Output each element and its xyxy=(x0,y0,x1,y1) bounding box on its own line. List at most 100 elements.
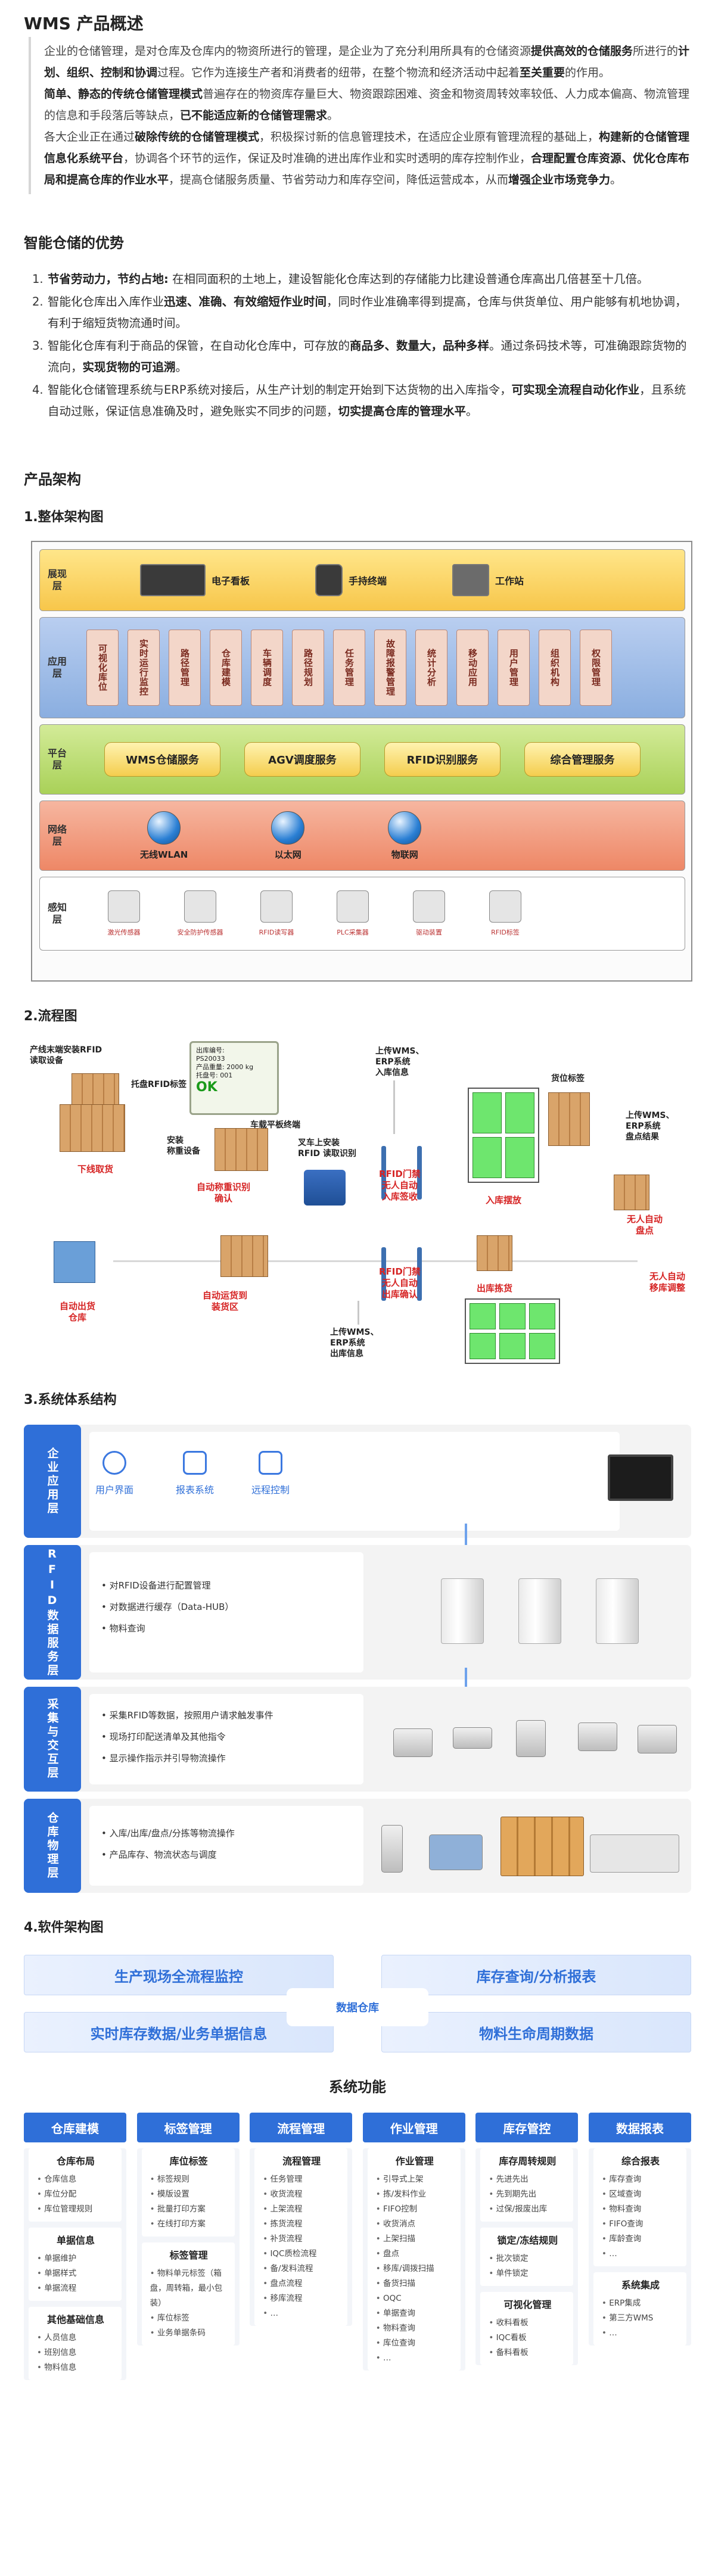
function-item: 收料看板 xyxy=(489,2316,566,2331)
tablet-icon xyxy=(516,1720,546,1757)
sensing-label: 安全防护传感器 xyxy=(177,929,223,936)
app-module-box: 可视化库位 xyxy=(86,630,119,706)
platform-service-box: WMS仓储服务 xyxy=(104,742,220,777)
document-page: WMS 产品概述 企业的仓储管理，是对仓库及仓库内的物资所进行的管理，是企业为了… xyxy=(0,0,715,2386)
function-item: 单据样式 xyxy=(37,2266,114,2281)
flow-offline-pick: 下线取货 xyxy=(77,1164,114,1175)
advantage-number: 2. xyxy=(32,295,43,309)
advantages-section: 智能仓储的优势 1.节省劳动力，节约占地: 在相同面积的土地上，建设智能化仓库达… xyxy=(24,231,691,422)
app-module-box: 组织机构 xyxy=(539,630,571,706)
function-item: 物料查询 xyxy=(602,2202,679,2217)
system-structure-heading: 3.系统体系结构 xyxy=(24,1393,117,1407)
advantage-segment: 。 xyxy=(175,360,188,374)
platform-service-box: RFID识别服务 xyxy=(384,742,500,777)
function-item: 标签规则 xyxy=(150,2172,228,2187)
upload-arrow xyxy=(393,1080,395,1134)
sensing-layer-label: 感知层 xyxy=(47,902,67,925)
function-item: 备/发料流程 xyxy=(263,2262,340,2276)
function-item: 库龄查询 xyxy=(602,2232,679,2247)
realtime-data-cell: 实时库存数据/业务单据信息 xyxy=(24,2012,334,2052)
sensing-label: PLC采集器 xyxy=(337,929,369,936)
printer-icon xyxy=(638,1725,677,1753)
function-item: 库位查询 xyxy=(376,2336,453,2351)
overview-text: 。 xyxy=(610,173,622,186)
scanner-icon xyxy=(453,1727,492,1749)
flow-rfid-gate-out: RFID门禁 无人自动 出库确认 xyxy=(379,1266,421,1300)
function-column: 标签管理库位标签标签规则模版设置批量打印方案在线打印方案标签管理物料单元标签（箱… xyxy=(136,2113,240,2386)
software-architecture-diagram: 生产现场全流程监控 库存查询/分析报表 实时库存数据/业务单据信息 物料生命周期… xyxy=(24,1955,691,2386)
handheld-icon xyxy=(381,1825,403,1873)
function-item: 收货流程 xyxy=(263,2187,340,2202)
function-item: … xyxy=(263,2306,340,2321)
function-group: 库存周转规则先进先出先到期先出过保/报废出库 xyxy=(480,2148,574,2222)
globe-icon xyxy=(147,811,181,845)
advantage-segment: 智能化仓库有利于商品的保管，在自动化仓库中，可存放的 xyxy=(48,339,350,353)
display-device-label: 手持终端 xyxy=(349,575,387,587)
advantage-segment: 智能化仓储管理系统与ERP系统对接后，从生产计划的制定开始到下达货物的出入库指令… xyxy=(48,383,512,397)
function-column-body: 流程管理任务管理收货流程上架流程拣货流程补货流程IQC质检流程备/发料流程盘点流… xyxy=(250,2148,353,2326)
function-column-head: 数据报表 xyxy=(588,2113,691,2142)
display-device-handheld: 手持终端 xyxy=(315,564,387,596)
function-item: 移库/调拨扫描 xyxy=(376,2262,453,2276)
enterprise-app-layer: 企业应用层 用户界面 报表系统 远程控制 xyxy=(24,1425,691,1538)
display-device-board: 电子看板 xyxy=(140,564,250,596)
screen-line: PS20033 xyxy=(196,1055,225,1063)
advantage-number: 3. xyxy=(32,339,43,353)
rfid-gate-icon xyxy=(417,1247,422,1301)
sensor-device-icon xyxy=(413,890,445,923)
function-item: 仓库信息 xyxy=(37,2172,114,2187)
globe-icon xyxy=(388,811,422,845)
warehouse-shelves-icon xyxy=(500,1817,584,1876)
flow-rfid-line-label: 产线末端安装RFID 读取设备 xyxy=(30,1045,102,1066)
function-item: 业务单据条码 xyxy=(150,2326,228,2341)
function-column-head: 流程管理 xyxy=(250,2113,353,2142)
screen-line: 产品重量: 2000 kg xyxy=(196,1063,254,1071)
rfid-gate-icon xyxy=(381,1146,386,1200)
advantage-emphasis: 切实提高仓库的管理水平 xyxy=(338,404,467,418)
layer-side-label: 仓库物理层 xyxy=(24,1799,81,1893)
function-item: 备料看板 xyxy=(489,2346,566,2360)
function-item: 库位标签 xyxy=(150,2311,228,2326)
report-icon xyxy=(183,1451,207,1475)
function-group-title: 作业管理 xyxy=(395,2156,434,2167)
network-item: 物联网 xyxy=(388,811,422,861)
truck-icon xyxy=(590,1834,679,1873)
function-group: 流程管理任务管理收货流程上架流程拣货流程补货流程IQC质检流程备/发料流程盘点流… xyxy=(254,2148,348,2326)
data-warehouse-label: 数据仓库 xyxy=(289,1991,426,2024)
app-module-box: 统计分析 xyxy=(415,630,447,706)
function-item: FIFO控制 xyxy=(376,2202,453,2217)
function-item: ERP集成 xyxy=(602,2296,679,2311)
network-item: 无线WLAN xyxy=(140,811,188,861)
overall-architecture-diagram: 展现层 电子看板 手持终端 工作站 应用层 可视化库位实时运行监控路径管理仓库建… xyxy=(31,541,692,982)
advantage-segment: 。通过条码技术等，可准确跟踪货物的流向， xyxy=(48,339,687,374)
server-icon xyxy=(441,1578,484,1644)
layer-card xyxy=(89,1432,620,1531)
agv-robot-icon xyxy=(429,1834,483,1870)
rfid-gate-icon xyxy=(381,1247,386,1301)
bullet-item: 入库/出库/盘点/分拣等物流操作 xyxy=(101,1823,235,1844)
flow-shelf-tag-label: 货位标签 xyxy=(551,1074,585,1083)
advantage-item: 2.智能化仓库出入库作业迅速、准确、有效缩短作业时间，同时作业准确率得到提高，仓… xyxy=(32,291,691,334)
display-layer: 展现层 电子看板 手持终端 工作站 xyxy=(39,549,685,611)
screen-line: 托盘号: 001 xyxy=(196,1071,233,1079)
function-group-title: 仓库布局 xyxy=(56,2156,95,2167)
function-item: 库位管理规则 xyxy=(37,2202,114,2217)
function-item: 盘点 xyxy=(376,2247,453,2262)
sensor-device-icon xyxy=(108,890,140,923)
function-item: 人员信息 xyxy=(37,2331,114,2346)
inventory-report-cell: 库存查询/分析报表 xyxy=(381,1955,691,1995)
printer-icon xyxy=(578,1722,617,1751)
flow-upload-out-label: 上传WMS、 ERP系统 出库信息 xyxy=(330,1328,379,1359)
forklift-icon xyxy=(304,1170,346,1206)
network-label: 以太网 xyxy=(274,849,301,860)
remote-control-icon xyxy=(259,1451,282,1475)
function-item: 库存查询 xyxy=(602,2172,679,2187)
function-item: 先进先出 xyxy=(489,2172,566,2187)
function-group: 单据信息单据维护单据样式单据流程 xyxy=(29,2228,122,2301)
architecture-section: 产品架构 1.整体架构图 展现层 电子看板 手持终端 工作站 xyxy=(24,468,692,2386)
monitor-cell: 生产现场全流程监控 xyxy=(24,1955,334,1995)
overview-paragraph-1: 企业的仓储管理，是对仓库及仓库内的物资所进行的管理，是企业为了充分利用所具有的仓… xyxy=(44,41,691,83)
overview-emphasis: 提供高效的仓储服务 xyxy=(531,45,633,58)
